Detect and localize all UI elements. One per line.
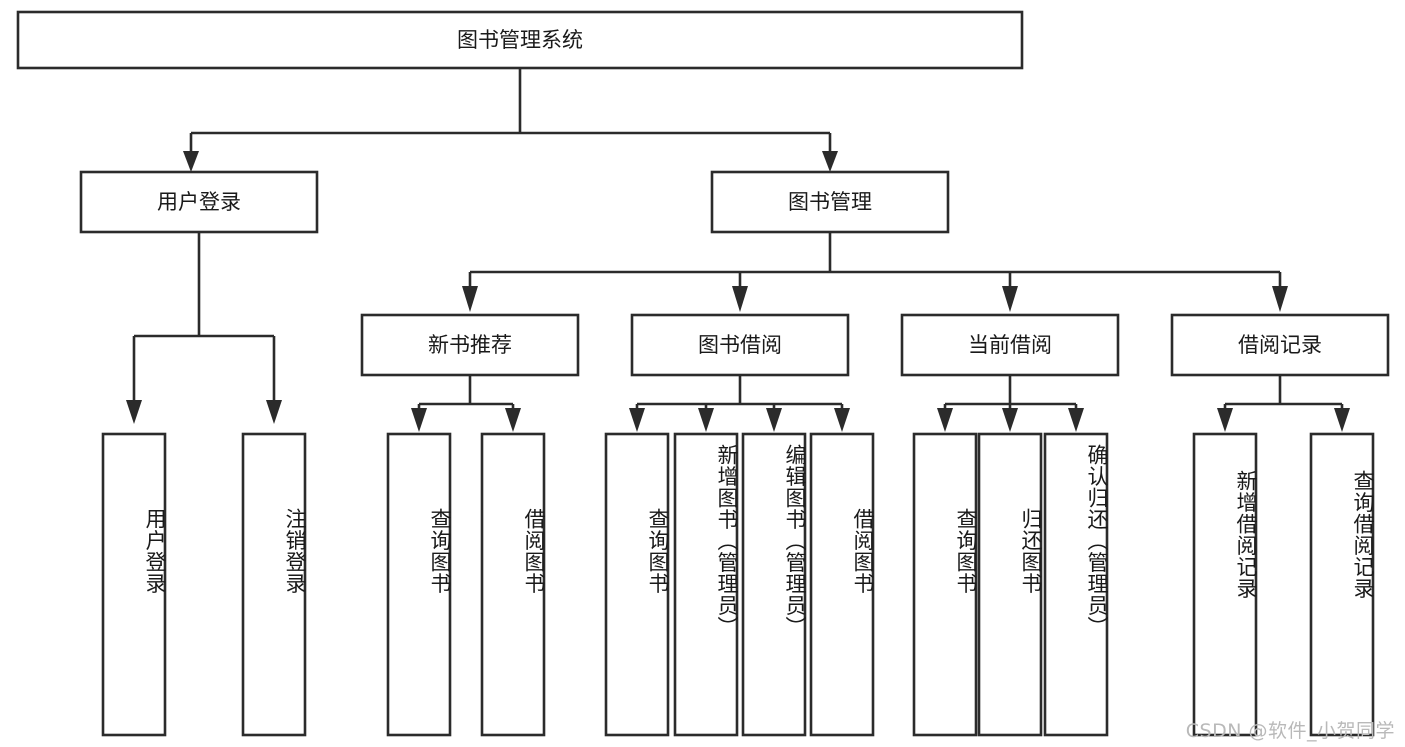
connector-currentborrow-to-leaves bbox=[937, 375, 1084, 432]
connector-newbook-to-leaves bbox=[411, 375, 521, 432]
node-root-system-label: 图书管理系统 bbox=[457, 28, 583, 52]
connector-root-to-level2 bbox=[183, 68, 838, 172]
node-book-borrow[interactable]: 图书借阅 bbox=[630, 313, 850, 377]
leaf-box-user-login[interactable] bbox=[101, 432, 167, 737]
node-new-book-recommend[interactable]: 新书推荐 bbox=[360, 313, 580, 377]
leaf-box-logout-login[interactable] bbox=[241, 432, 307, 737]
node-book-management[interactable]: 图书管理 bbox=[710, 170, 950, 234]
node-borrow-record-label: 借阅记录 bbox=[1238, 333, 1322, 357]
leaf-box-borrow-book-2[interactable] bbox=[809, 432, 875, 737]
leaf-box-edit-book[interactable] bbox=[741, 432, 807, 737]
leaf-box-confirm-return[interactable] bbox=[1043, 432, 1109, 737]
leaf-box-query-book-1[interactable] bbox=[386, 432, 452, 737]
connector-bookmgmt-to-level3 bbox=[462, 232, 1288, 312]
node-current-borrow-label: 当前借阅 bbox=[968, 333, 1052, 357]
connector-bookborrow-to-leaves bbox=[629, 375, 850, 432]
connector-userlogin-to-leaves bbox=[126, 232, 282, 424]
node-user-login-label: 用户登录 bbox=[157, 190, 241, 214]
leaf-box-return-book[interactable] bbox=[977, 432, 1043, 737]
node-current-borrow[interactable]: 当前借阅 bbox=[900, 313, 1120, 377]
node-borrow-record[interactable]: 借阅记录 bbox=[1170, 313, 1390, 377]
node-book-management-label: 图书管理 bbox=[788, 190, 872, 214]
leaf-box-add-book[interactable] bbox=[673, 432, 739, 737]
connector-borrowrecord-to-leaves bbox=[1217, 375, 1350, 432]
node-book-borrow-label: 图书借阅 bbox=[698, 333, 782, 357]
leaf-node-boxes bbox=[101, 432, 1375, 737]
node-new-book-recommend-label: 新书推荐 bbox=[428, 333, 512, 357]
leaf-box-query-book-3[interactable] bbox=[912, 432, 978, 737]
leaf-box-query-book-2[interactable] bbox=[604, 432, 670, 737]
node-user-login[interactable]: 用户登录 bbox=[79, 170, 319, 234]
leaf-box-add-record[interactable] bbox=[1192, 432, 1258, 737]
leaf-box-query-record[interactable] bbox=[1309, 432, 1375, 737]
leaf-box-borrow-book-1[interactable] bbox=[480, 432, 546, 737]
node-root-system[interactable]: 图书管理系统 bbox=[16, 10, 1024, 70]
csdn-watermark: CSDN @软件_小贺同学 bbox=[1185, 720, 1395, 742]
